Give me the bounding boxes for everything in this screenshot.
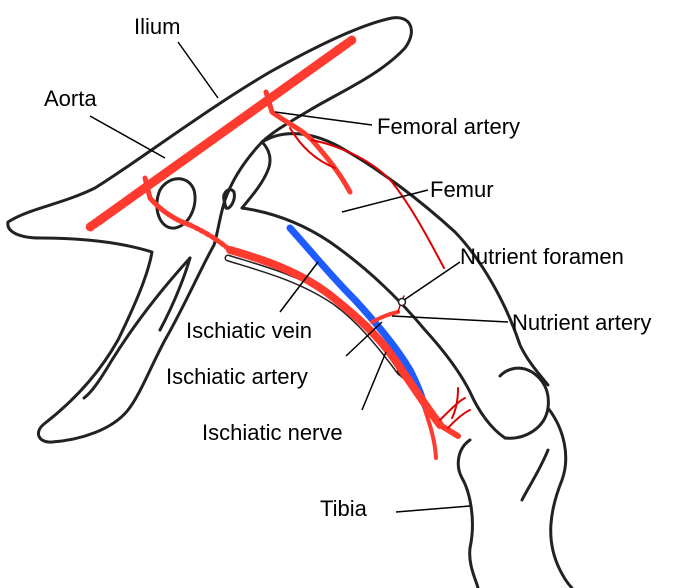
nutrient-artery-branch xyxy=(372,312,398,322)
label-ischiatic-nerve: Ischiatic nerve xyxy=(202,420,343,445)
nutrient-artery-vessel xyxy=(372,296,406,322)
aorta-vessel xyxy=(90,40,352,227)
leader-ilium xyxy=(178,42,218,98)
aorta-end-top xyxy=(338,40,352,50)
ischiatic-artery-twig-3 xyxy=(452,388,458,418)
leader-ischiatic-nerve xyxy=(362,352,386,410)
label-nutrient-artery: Nutrient artery xyxy=(512,310,651,335)
label-tibia: Tibia xyxy=(320,496,368,521)
label-ischiatic-vein: Ischiatic vein xyxy=(186,318,312,343)
tibia-front-crest xyxy=(522,450,548,500)
femur-neck xyxy=(242,142,270,208)
ischiatic-artery-twig-2 xyxy=(448,410,470,428)
tibia-outline xyxy=(458,408,572,588)
ischiatic-nerve-fill xyxy=(228,258,400,372)
leader-nutrient-foramen xyxy=(404,262,460,300)
leader-tibia xyxy=(396,506,470,512)
femoral-artery-trunk xyxy=(266,92,350,192)
femur-condyle xyxy=(500,368,548,438)
label-ilium: Ilium xyxy=(134,14,180,39)
ischiatic-nerve-outline xyxy=(228,258,400,372)
label-ischiatic-artery: Ischiatic artery xyxy=(166,364,308,389)
label-femur: Femur xyxy=(430,177,494,202)
leader-aorta xyxy=(90,116,165,158)
tibia-bone xyxy=(458,440,478,588)
ischiatic-artery-dashed xyxy=(190,225,230,250)
femur-outline xyxy=(242,134,548,439)
label-aorta: Aorta xyxy=(44,86,97,111)
leader-femur xyxy=(342,190,428,212)
tibia-bone-back xyxy=(548,408,572,588)
label-femoral-artery: Femoral artery xyxy=(377,114,520,139)
aorta-end-bottom xyxy=(90,220,100,227)
label-nutrient-foramen: Nutrient foramen xyxy=(460,244,624,269)
leader-nutrient-artery xyxy=(392,316,508,322)
